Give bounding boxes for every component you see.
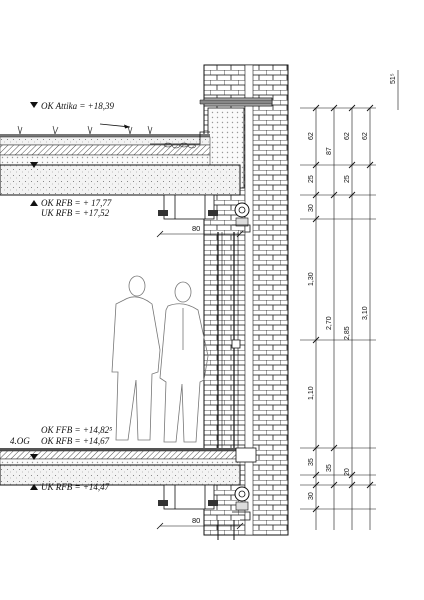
- svg-text:30: 30: [308, 204, 315, 212]
- svg-text:25: 25: [344, 175, 351, 183]
- level-marker-floor: [30, 454, 38, 460]
- dim-chain-1: 62 25 30 1,30 1,10 35 30: [308, 132, 315, 500]
- dim-chain-2: 87 2,70 35: [326, 147, 333, 472]
- level-uk-rfb-lower: UK RFB = +14,47: [30, 482, 110, 492]
- level-marker-roof: [30, 162, 38, 168]
- level-ok-ffb-lower: OK FFB = +14,82⁵: [41, 425, 112, 435]
- svg-text:25: 25: [308, 175, 315, 183]
- floor-slab-lower: [0, 447, 257, 486]
- svg-text:OK FFB = +14,82⁵: OK FFB = +14,82⁵: [41, 425, 112, 435]
- svg-text:2,85: 2,85: [344, 326, 351, 340]
- dim-top-note: 51⁵: [390, 73, 397, 84]
- dim-chain-3: 62 25 2,85 20: [344, 132, 351, 476]
- dim-horizontal-upper: 80: [156, 224, 244, 238]
- svg-text:20: 20: [344, 468, 351, 476]
- svg-text:80: 80: [192, 516, 200, 525]
- svg-text:1,30: 1,30: [308, 272, 315, 286]
- roof-slab: [0, 123, 241, 196]
- svg-text:80: 80: [192, 224, 200, 233]
- svg-text:UK RFB = +17,52: UK RFB = +17,52: [41, 208, 110, 218]
- dim-horizontal-lower: 80: [156, 516, 244, 530]
- svg-text:30: 30: [308, 492, 315, 500]
- svg-text:4.OG: 4.OG: [10, 436, 30, 446]
- svg-text:35: 35: [308, 458, 315, 466]
- level-ok-rfb-upper: OK RFB = + 17,77: [30, 198, 112, 208]
- upper-beam: [158, 194, 251, 233]
- svg-text:OK RFB = + 17,77: OK RFB = + 17,77: [41, 198, 112, 208]
- svg-text:62: 62: [344, 132, 351, 140]
- level-attika: OK Attika = +18,39: [30, 101, 114, 111]
- window: [217, 232, 241, 448]
- lower-beam: [158, 484, 251, 540]
- svg-text:62: 62: [308, 132, 315, 140]
- svg-text:2,70: 2,70: [326, 316, 333, 330]
- svg-text:1,10: 1,10: [308, 386, 315, 400]
- svg-text:35: 35: [326, 464, 333, 472]
- svg-text:62: 62: [362, 132, 369, 140]
- dim-chain-4: 62 3,10: [362, 132, 369, 320]
- dim-lines: [300, 70, 399, 530]
- svg-text:87: 87: [326, 147, 333, 155]
- svg-text:UK RFB = +14,47: UK RFB = +14,47: [41, 482, 110, 492]
- dim-ticks: [312, 104, 374, 513]
- people-sketch: [111, 275, 209, 443]
- svg-text:OK Attika = +18,39: OK Attika = +18,39: [41, 101, 114, 111]
- svg-text:OK RFB = +14,67: OK RFB = +14,67: [41, 436, 110, 446]
- level-ok-rfb-lower: 4.OG OK RFB = +14,67: [10, 436, 110, 446]
- svg-text:3,10: 3,10: [362, 306, 369, 320]
- level-uk-rfb-upper: UK RFB = +17,52: [41, 208, 110, 218]
